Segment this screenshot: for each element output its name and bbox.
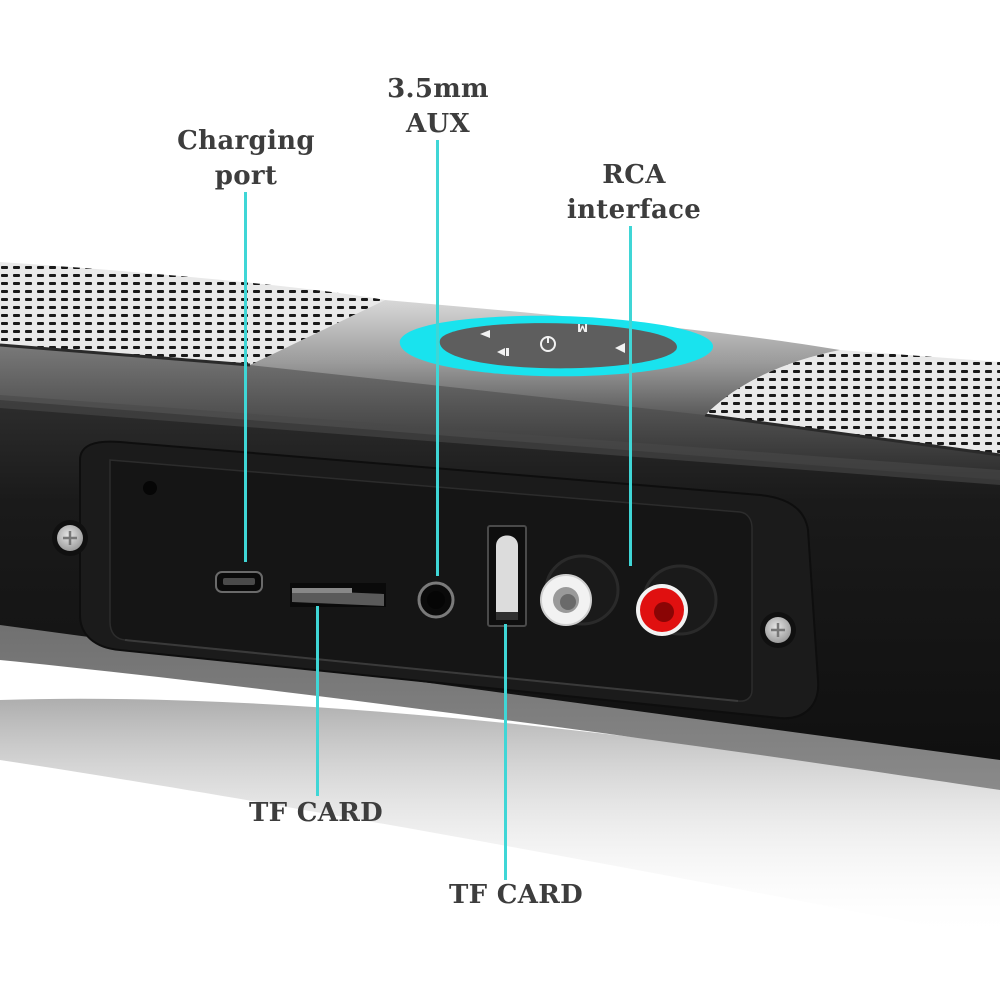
label-charging-port: Charging port <box>177 124 315 194</box>
play-pause-icon <box>497 348 509 356</box>
volume-down-icon <box>480 330 490 338</box>
label-line1: TF CARD <box>249 798 383 828</box>
screw-right <box>760 612 796 648</box>
control-icons: M <box>480 321 625 356</box>
rca-white-jack <box>540 554 620 626</box>
label-line1: 3.5mm <box>387 74 489 104</box>
usb-a-port <box>487 525 527 627</box>
callout-line-aux <box>436 140 439 576</box>
aux-jack <box>417 581 455 619</box>
label-tf-card-1: TF CARD <box>249 796 383 831</box>
label-line1: Charging <box>177 126 315 156</box>
mode-icon: M <box>577 321 588 334</box>
label-line2: AUX <box>406 109 470 139</box>
label-aux: 3.5mm AUX <box>387 72 489 142</box>
label-tf-card-2: TF CARD <box>449 878 583 913</box>
volume-up-icon <box>615 343 625 353</box>
callout-line-tf-2 <box>504 624 507 880</box>
tf-card-slot <box>290 583 386 607</box>
callout-line-rca <box>629 226 632 566</box>
power-icon-bar <box>547 336 549 343</box>
control-panel <box>439 323 677 369</box>
label-line2: interface <box>566 195 702 225</box>
callout-line-charging <box>244 192 247 562</box>
label-line1: RCA <box>602 160 666 190</box>
screw-left <box>52 520 88 556</box>
label-line1: TF CARD <box>449 880 583 910</box>
rca-red-jack <box>636 564 718 636</box>
label-rca: RCA interface <box>567 158 701 228</box>
callout-line-tf-1 <box>316 606 319 796</box>
micro-usb-port <box>215 571 263 593</box>
label-line2: port <box>214 161 278 191</box>
